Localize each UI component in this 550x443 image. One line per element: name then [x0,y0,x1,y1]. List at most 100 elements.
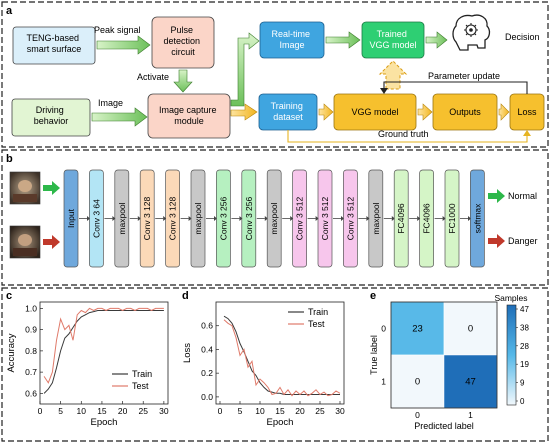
outputs-box [432,93,498,131]
realtime-label: Real-time Image [271,29,312,50]
x-tick-label: 25 [315,406,325,416]
layer-arrow-head [112,216,116,221]
x-tick-label: 15 [97,406,107,416]
arrow-training-vgg [318,103,334,121]
x-tick-label: 5 [58,406,63,416]
cm-x-title: Predicted label [414,421,474,431]
capture-label: Image capture module [159,105,219,126]
arrow-teng-pulse [96,35,151,55]
legend-label: Test [132,381,149,391]
teng-label: TENG-based smart surface [26,33,81,54]
arrow-outputs-loss [498,103,510,121]
layer-label: Conv 3 256 [244,196,254,240]
parameter-update-arrowhead [380,88,388,94]
colorbar-title: Samples [494,293,527,303]
arrow-trained-decision [425,31,448,49]
x-tick-label: 30 [335,406,345,416]
y-axis-title: Loss [182,343,193,363]
layer-16: softmax [470,169,485,268]
layer-6: Conv 3 256 [216,169,231,268]
layer-label: Conv 3 512 [295,196,305,240]
cm-cell [390,301,445,356]
x-axis-title: Epoch [91,417,118,428]
layer-14: FC4096 [419,169,434,268]
training-label: Training dataset [271,101,306,122]
layer-arrow-head [290,216,294,221]
driver-photo-normal [9,171,41,205]
brain-gear-icon [452,14,491,51]
x-tick-label: 15 [275,406,285,416]
series-line-train [43,310,164,394]
layer-7: Conv 3 256 [241,169,257,268]
image-label: Image [98,98,123,108]
x-tick-label: 20 [118,406,128,416]
output-danger-label: Danger [508,236,538,246]
series-line-test [223,319,341,397]
driving-behavior-box [11,98,91,137]
plot-frame [215,301,345,405]
cm-cell-value: 0 [415,377,420,388]
input-arrow-normal [43,181,60,195]
x-tick-label: 10 [255,406,265,416]
layer-4: Conv 3 128 [165,169,180,268]
legend-label: Test [308,319,325,329]
layer-label: Conv 3 256 [218,196,228,240]
layer-arrow-head [468,216,471,221]
layer-label: maxpool [371,202,381,234]
plot-frame [39,301,169,405]
layer-label: FC4096 [396,203,406,234]
layer-label: softmax [472,203,482,234]
layer-2: maxpool [114,169,130,268]
cm-frame [390,301,498,409]
layer-label: maxpool [117,202,127,234]
y-tick-label: 0.6 [25,388,37,398]
cm-x-tick: 0 [415,410,420,420]
image-capture-box [147,93,231,139]
x-tick-label: 5 [238,406,243,416]
layer-9: Conv 3 512 [292,169,307,268]
trained-vgg-label: Trained VGG model [369,29,416,50]
pulse-detection-box [151,16,215,69]
colorbar [506,304,517,406]
arrow-driving-capture [91,107,148,127]
x-tick-label: 30 [159,406,169,416]
output-normal-label: Normal [508,191,537,201]
layer-11: Conv 3 512 [343,169,358,268]
y-tick-label: 0.7 [25,367,37,377]
layer-arrow-head [87,216,90,221]
panel-b-letter: b [6,153,13,165]
layer-arrow-head [315,216,319,221]
driving-label: Driving behavior [34,105,69,126]
layer-label: FC4096 [422,203,432,234]
ground-truth-line [287,130,528,143]
layer-label: Input [66,208,76,228]
x-axis-title: Epoch [267,417,294,428]
layer-1: Conv 3 64 [89,169,104,268]
panel-e-letter: e [370,290,376,302]
vgg-label: VGG model [351,107,398,117]
layer-3: Conv 3 128 [139,169,155,268]
arrow-vgg-outputs [417,103,433,121]
parameter-update-label: Parameter update [428,71,500,81]
cm-y-tick: 0 [381,324,386,334]
layer-block [63,169,79,268]
y-tick-label: 0.0 [201,392,213,402]
layer-15: FC1000 [444,169,460,268]
panel-a: a TENG-based smart surface Peak signal P… [6,5,545,143]
layer-label: Conv 3 512 [345,196,355,240]
layer-label: Conv 3 128 [142,196,152,240]
panel-b-frame [1,149,549,286]
cm-y-tick: 1 [381,377,386,387]
panel-a-frame [1,1,549,148]
layer-5: maxpool [190,169,206,268]
panel-a-letter: a [6,5,13,17]
ground-truth-label: Ground truth [378,129,429,139]
arrow-capture-training [230,103,258,121]
layer-label: maxpool [269,202,279,234]
